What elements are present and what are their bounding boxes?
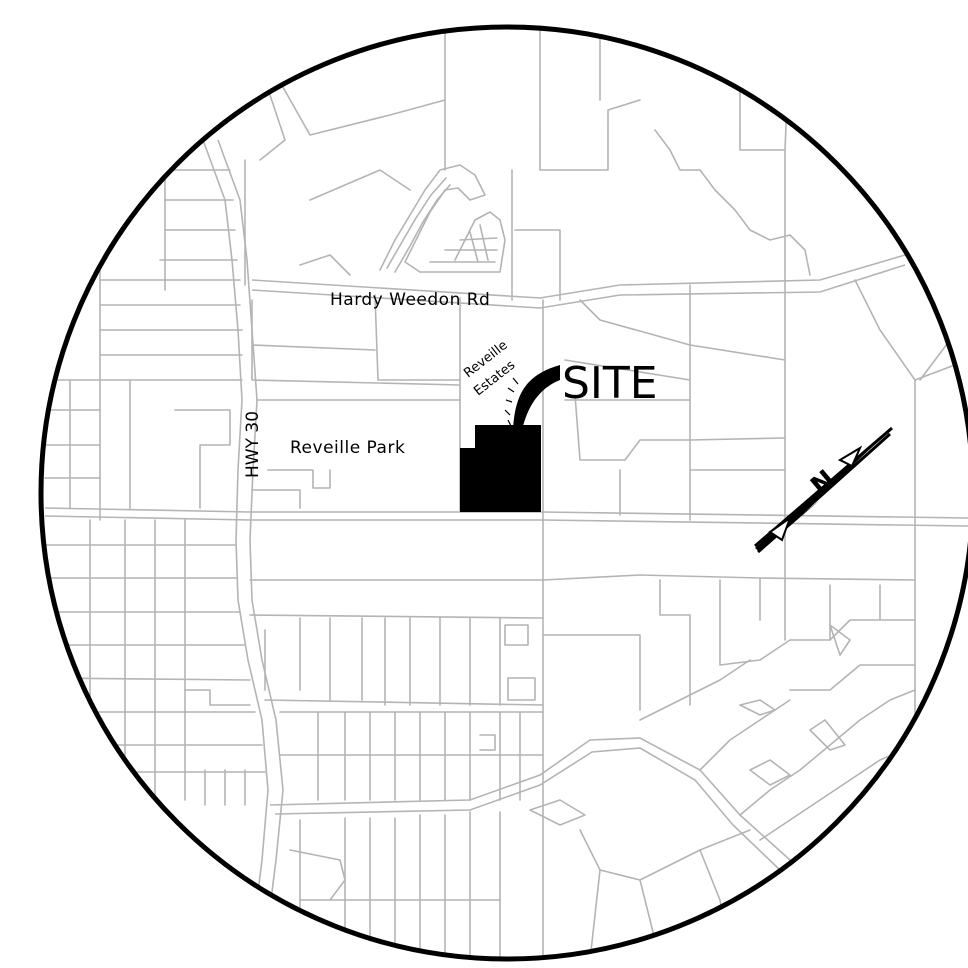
site-leader-arrow [504, 365, 560, 430]
label-hardy-weedon-rd: Hardy Weedon Rd [330, 290, 490, 310]
map-frame [38, 24, 968, 962]
north-arrow-letter: N [805, 465, 841, 502]
north-arrow: N [754, 426, 893, 554]
label-reveille-park: Reveille Park [290, 438, 405, 458]
site-parcel[interactable] [460, 425, 541, 512]
parcel-lines [44, 27, 968, 959]
label-hwy-30: HWY 30 [243, 411, 263, 478]
label-site: SITE [562, 358, 658, 409]
subdivision-streets [379, 164, 506, 273]
